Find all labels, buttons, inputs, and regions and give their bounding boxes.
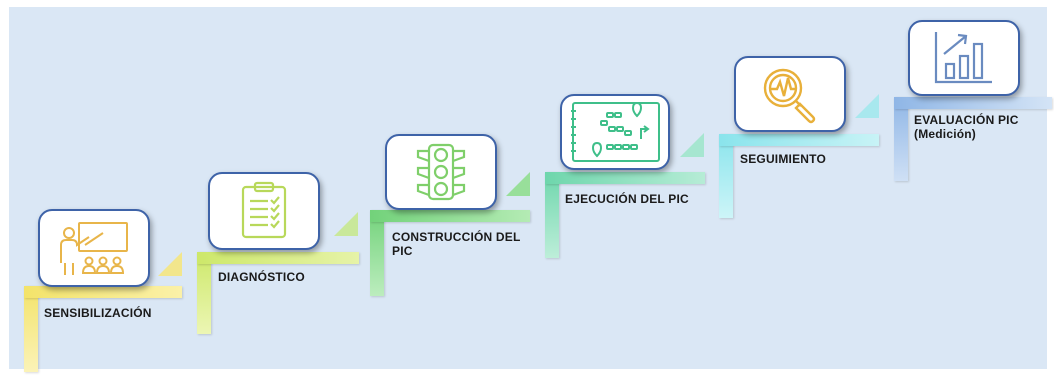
- step-2-icon-card: [208, 172, 320, 250]
- step-3-vertical-bar: [370, 210, 384, 296]
- step-1-vertical-bar: [24, 286, 38, 372]
- step-1-icon-card: [38, 209, 150, 287]
- step-2-label: DIAGNÓSTICO: [218, 270, 305, 284]
- step-3-horizontal-bar: [370, 210, 530, 222]
- step-1-label: SENSIBILIZACIÓN: [44, 306, 152, 320]
- magnifier-pulse-icon: [763, 68, 816, 124]
- step-2-vertical-bar: [197, 252, 211, 334]
- step-1-arrow-tip: [158, 252, 182, 276]
- step-3-arrow-tip: [506, 172, 530, 196]
- step-6-vertical-bar: [894, 97, 908, 181]
- step-6-icon-card: [908, 20, 1020, 96]
- step-5-arrow-tip: [855, 94, 879, 118]
- step-1-horizontal-bar: [24, 286, 182, 298]
- step-5-icon-card: [734, 56, 846, 132]
- step-4-arrow-tip: [680, 133, 704, 157]
- presentation-icon: [60, 222, 128, 275]
- step-4-vertical-bar: [545, 172, 559, 258]
- step-4-horizontal-bar: [545, 172, 705, 184]
- step-5-horizontal-bar: [719, 134, 879, 146]
- step-4-icon-card: [560, 94, 670, 170]
- step-3-icon-card: [385, 134, 497, 210]
- route-map-icon: [571, 101, 660, 162]
- clipboard-checklist-icon: [241, 181, 287, 239]
- step-5-label: SEGUIMIENTO: [740, 152, 826, 166]
- step-4-label: EJECUCIÓN DEL PIC: [565, 192, 689, 206]
- bar-chart-growth-icon: [934, 32, 992, 84]
- step-2-arrow-tip: [334, 212, 358, 236]
- step-5-vertical-bar: [719, 134, 733, 218]
- traffic-light-icon: [416, 143, 466, 201]
- step-6-horizontal-bar: [894, 97, 1052, 109]
- step-6-label: EVALUACIÓN PIC (Medición): [914, 113, 1019, 141]
- step-3-label: CONSTRUCCIÓN DEL PIC: [392, 230, 521, 258]
- step-2-horizontal-bar: [197, 252, 359, 264]
